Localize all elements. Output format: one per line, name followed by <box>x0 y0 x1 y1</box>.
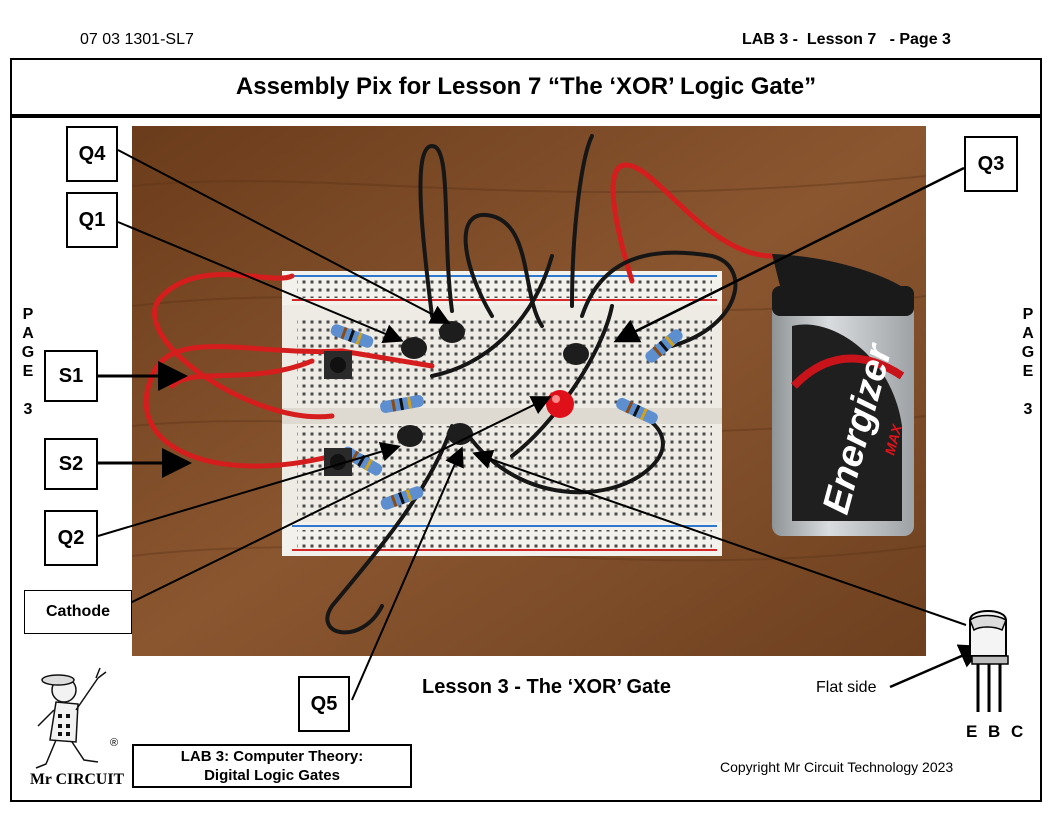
lab-title-line1: LAB 3: Computer Theory: <box>180 748 364 765</box>
lab-title-box: LAB 3: Computer Theory: Digital Logic Ga… <box>132 744 412 788</box>
copyright: Copyright Mr Circuit Technology 2023 <box>720 759 954 775</box>
callout-q5: Q5 <box>298 676 350 732</box>
assembly-photo: Energizer MAX <box>132 126 926 656</box>
lesson-caption: Lesson 3 - The ‘XOR’ Gate <box>422 676 671 698</box>
transistor-icon <box>969 610 1009 712</box>
callout-s2: S2 <box>44 438 98 490</box>
callout-s1: S1 <box>44 350 98 402</box>
mr-circuit-logo: ® Mr CIRCUIT <box>30 667 124 788</box>
callout-cathode: Cathode <box>24 590 132 634</box>
lab-page-header: LAB 3 - Lesson 7 - Page 3 <box>742 31 951 48</box>
page-title: Assembly Pix for Lesson 7 “The ‘XOR’ Log… <box>10 58 1042 116</box>
callout-q3: Q3 <box>964 136 1018 192</box>
page-frame <box>10 116 1042 802</box>
side-page-label-right: P A G E 3 <box>1021 306 1035 418</box>
flat-side-label: Flat side <box>816 679 877 696</box>
lab-title-line2: Digital Logic Gates <box>204 767 340 784</box>
transistor-pins-label: E B C <box>966 722 1027 741</box>
logo-text: Mr CIRCUIT <box>30 771 124 788</box>
callout-q2: Q2 <box>44 510 98 566</box>
registered-mark: ® <box>110 737 118 749</box>
callout-q4: Q4 <box>66 126 118 182</box>
doc-code: 07 03 1301-SL7 <box>80 31 194 48</box>
led <box>546 390 574 418</box>
callout-q1: Q1 <box>66 192 118 248</box>
side-page-label-left: P A G E 3 <box>21 306 35 418</box>
